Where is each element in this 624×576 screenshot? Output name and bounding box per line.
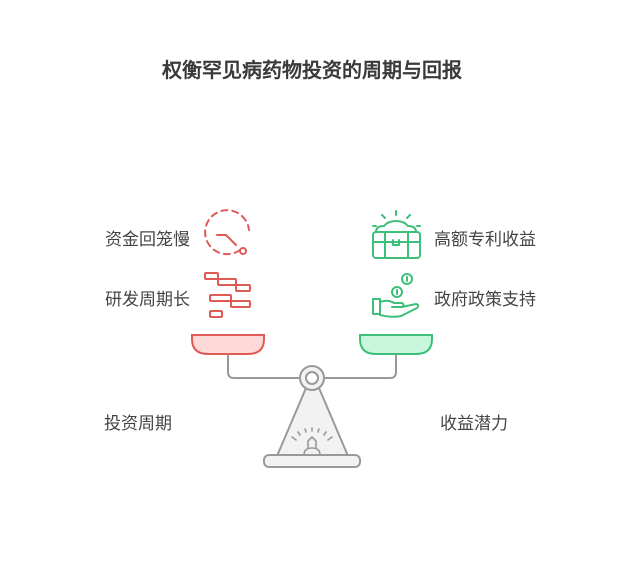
hand-coins-icon: [372, 273, 420, 318]
right-side-label: 收益潜力: [440, 414, 508, 434]
clock-icon: [204, 209, 250, 256]
left-side-label: 投资周期: [104, 414, 172, 434]
left-item-label: 研发周期长: [105, 290, 190, 310]
right-item-label: 政府政策支持: [434, 290, 536, 310]
scale-arm: [227, 354, 397, 379]
scale-base: [263, 454, 361, 468]
right-item-label: 高额专利收益: [434, 230, 536, 250]
left-pan: [191, 334, 265, 355]
left-item-label: 资金回笼慢: [105, 230, 190, 250]
gantt-chart-icon: [204, 272, 251, 318]
treasure-chest-icon: [372, 210, 421, 259]
scale-stand: [276, 387, 349, 457]
diagram-title: 权衡罕见病药物投资的周期与回报: [162, 58, 462, 82]
gauge-icon: [291, 427, 333, 456]
right-pan: [359, 334, 433, 355]
